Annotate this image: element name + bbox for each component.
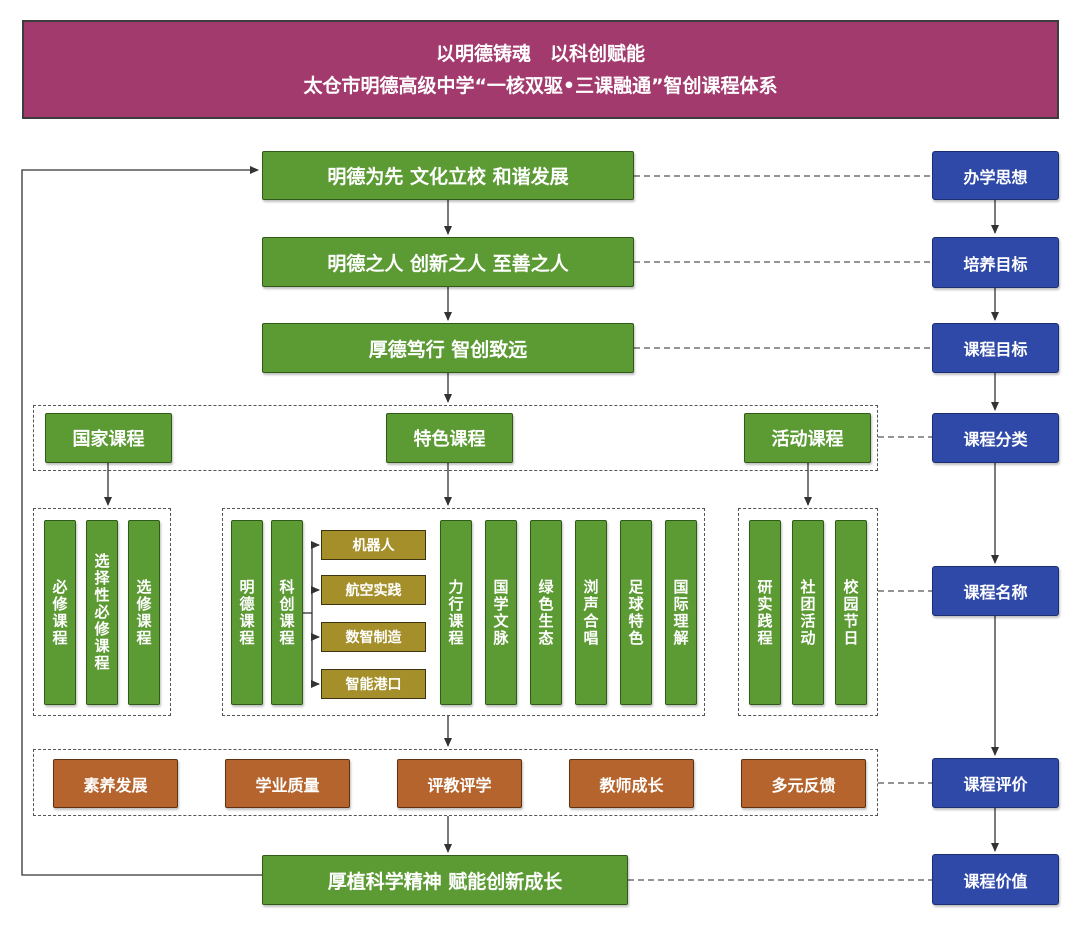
course-research-practice: 研实践程 bbox=[749, 520, 781, 705]
category-special: 特色课程 bbox=[386, 413, 513, 463]
sub-digital-manufacturing: 数智制造 bbox=[321, 622, 426, 652]
category-national: 国家课程 bbox=[45, 413, 172, 463]
course-elective-required: 选择性必修课程 bbox=[86, 520, 118, 705]
side-philosophy: 办学思想 bbox=[932, 151, 1059, 200]
side-course-category: 课程分类 bbox=[932, 413, 1059, 463]
evaluation-group bbox=[33, 749, 878, 816]
side-course-value: 课程价值 bbox=[932, 854, 1059, 905]
category-group bbox=[33, 405, 878, 471]
side-course-name: 课程名称 bbox=[932, 566, 1059, 616]
eval-feedback: 多元反馈 bbox=[741, 759, 866, 808]
national-course-group bbox=[33, 508, 171, 716]
category-activity: 活动课程 bbox=[744, 413, 871, 463]
header-line2: 太仓市明德高级中学“一核双驱•三课融通”智创课程体系 bbox=[303, 74, 778, 97]
header-line1: 以明德铸魂 以科创赋能 bbox=[435, 42, 645, 65]
course-guoxue: 国学文脉 bbox=[485, 520, 517, 705]
course-mingde: 明德课程 bbox=[231, 520, 263, 705]
sub-smart-port: 智能港口 bbox=[321, 669, 426, 699]
course-festivals: 校园节日 bbox=[835, 520, 867, 705]
course-green-ecology: 绿色生态 bbox=[530, 520, 562, 705]
course-lixing: 力行课程 bbox=[440, 520, 472, 705]
activity-course-group bbox=[738, 508, 878, 716]
header-banner: 以明德铸魂 以科创赋能 太仓市明德高级中学“一核双驱•三课融通”智创课程体系 bbox=[22, 20, 1059, 119]
side-course-evaluation: 课程评价 bbox=[932, 758, 1059, 808]
course-goal-box: 厚德笃行 智创致远 bbox=[262, 323, 634, 373]
course-elective: 选修课程 bbox=[128, 520, 160, 705]
eval-teaching: 评教评学 bbox=[397, 759, 522, 808]
course-chorus: 浏声合唱 bbox=[575, 520, 607, 705]
sub-aviation: 航空实践 bbox=[321, 575, 426, 605]
side-course-goal: 课程目标 bbox=[932, 323, 1059, 373]
course-required: 必修课程 bbox=[44, 520, 76, 705]
course-kechuang: 科创课程 bbox=[271, 520, 303, 705]
side-training-goal: 培养目标 bbox=[932, 237, 1059, 288]
course-international: 国际理解 bbox=[665, 520, 697, 705]
philosophy-box: 明德为先 文化立校 和谐发展 bbox=[262, 151, 634, 200]
sub-robot: 机器人 bbox=[321, 530, 426, 560]
course-clubs: 社团活动 bbox=[792, 520, 824, 705]
special-course-group bbox=[222, 508, 705, 716]
eval-quality: 学业质量 bbox=[225, 759, 350, 808]
goal-box: 明德之人 创新之人 至善之人 bbox=[262, 237, 634, 287]
eval-teacher-growth: 教师成长 bbox=[569, 759, 694, 808]
eval-literacy: 素养发展 bbox=[53, 759, 178, 808]
course-football: 足球特色 bbox=[620, 520, 652, 705]
value-box: 厚植科学精神 赋能创新成长 bbox=[262, 855, 628, 905]
